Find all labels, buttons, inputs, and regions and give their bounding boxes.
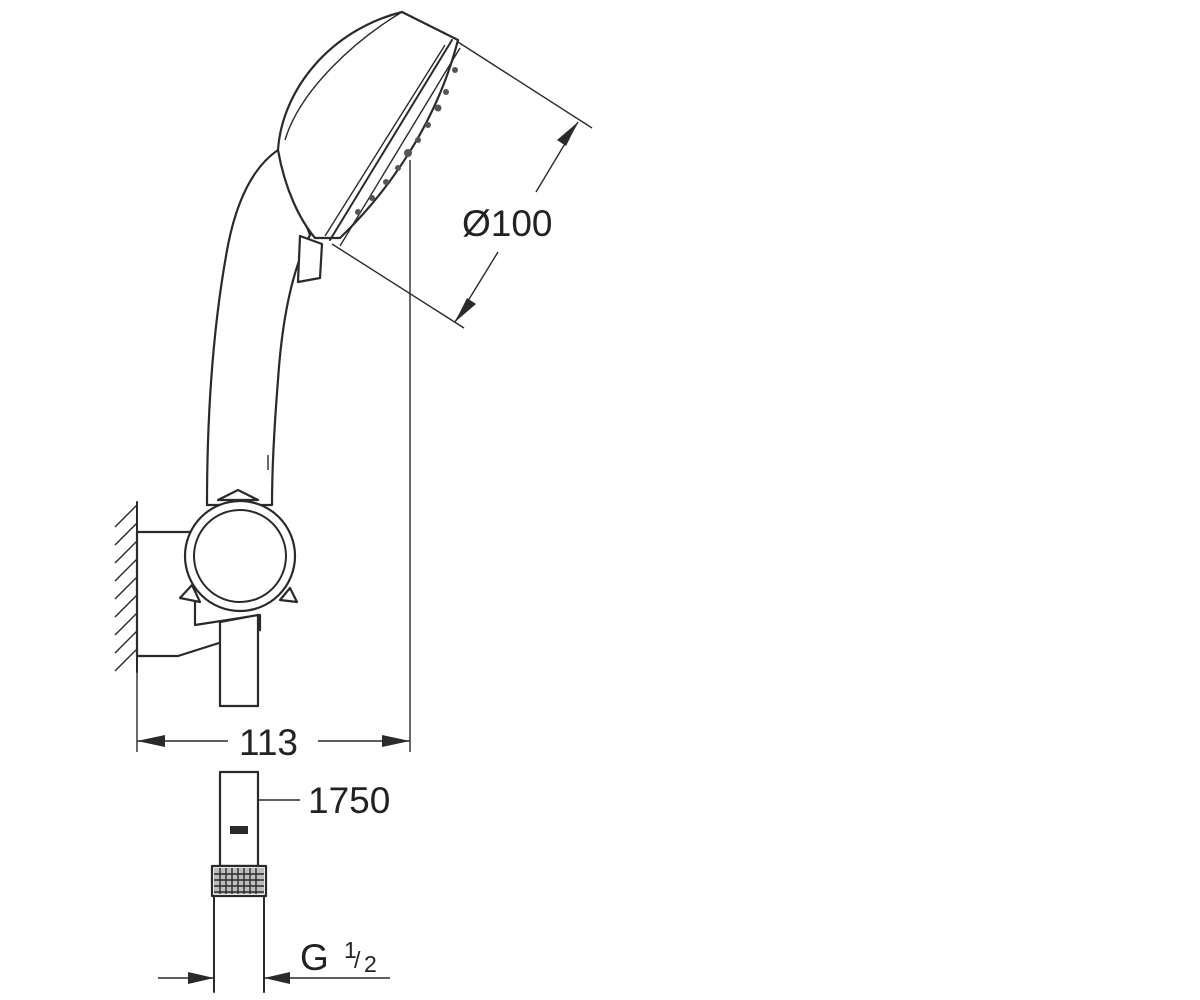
thread-slash: / — [354, 947, 361, 973]
diameter-label: Ø100 — [462, 203, 553, 244]
wall-hatching — [114, 501, 138, 673]
thread-numerator: 1 — [344, 937, 357, 963]
hose-end — [210, 770, 268, 993]
width-label: 113 — [239, 722, 298, 763]
diameter-dimension: Ø100 — [331, 41, 593, 329]
knurled-nut — [214, 868, 264, 894]
thread-main-label: G — [300, 937, 329, 978]
thread-dimension: G 1 / 2 — [158, 937, 390, 984]
thread-denominator: 2 — [364, 951, 377, 977]
width-dimension: 113 — [136, 672, 410, 763]
shower-head — [276, 10, 461, 247]
holder-ring — [178, 488, 299, 613]
hose-length-dimension: 1750 — [258, 780, 390, 821]
hose-length-label: 1750 — [308, 780, 390, 821]
hand-shower-handle — [205, 148, 324, 507]
